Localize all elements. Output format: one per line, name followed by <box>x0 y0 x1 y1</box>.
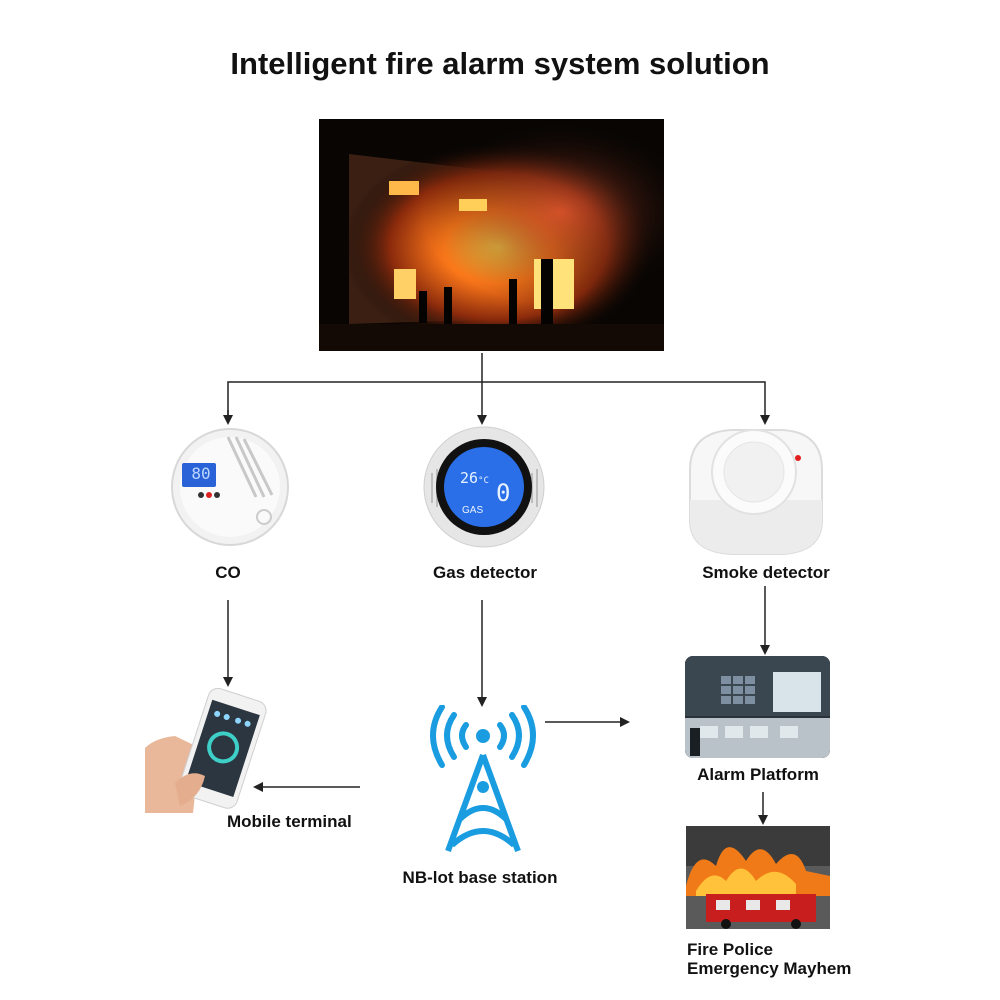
fire-truck-photo <box>686 826 830 929</box>
gas-display-label: GAS <box>462 505 484 516</box>
fire-police-line1: Fire Police <box>687 940 773 959</box>
alarm-platform-label: Alarm Platform <box>697 765 819 784</box>
alarm-platform-photo <box>685 656 830 758</box>
page-title: Intelligent fire alarm system solution <box>230 46 770 81</box>
gas-temp-unit: °C <box>478 476 489 486</box>
top-bracket <box>227 381 770 425</box>
gas-temp: 26 <box>460 469 479 487</box>
base-station-label: NB-lot base station <box>402 868 558 887</box>
mobile-phone-image <box>145 687 280 813</box>
mobile-terminal-label: Mobile terminal <box>227 812 352 831</box>
fire-police-line2: Emergency Mayhem <box>687 959 852 978</box>
gas-detector-image: 26°C 0 GAS <box>422 425 547 550</box>
gas-reading: 0 <box>496 479 511 507</box>
gas-detector-label: Gas detector <box>433 563 537 582</box>
fire-scene-photo <box>319 119 664 351</box>
smoke-detector-image <box>672 420 837 560</box>
co-display-reading: 80 <box>191 464 211 483</box>
co-detector-image: 80 <box>168 425 293 550</box>
smoke-detector-label: Smoke detector <box>702 563 830 582</box>
co-label: CO <box>215 563 241 582</box>
fire-police-label: Fire Police Emergency Mayhem <box>687 940 851 978</box>
base-station-tower-icon <box>428 704 538 855</box>
